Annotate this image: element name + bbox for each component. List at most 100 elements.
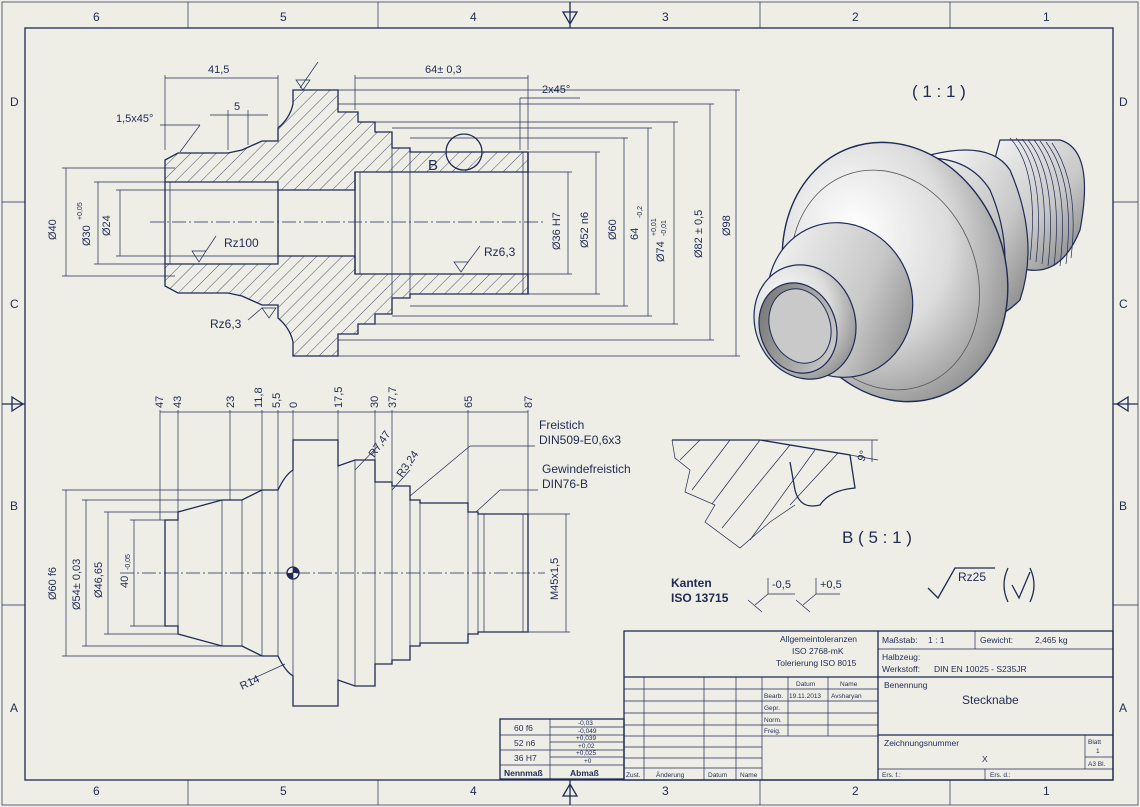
freig-label: Freig.	[764, 728, 781, 735]
edge-notes: Kanten ISO 13715 -0,5 +0,5	[671, 576, 842, 613]
bearb-label: Bearb.	[764, 693, 783, 700]
tolerance-line2: ISO 2768-mK	[792, 646, 844, 656]
rev-zust-label: Zust.	[626, 772, 641, 779]
title-block: Allgemeintoleranzen ISO 2768-mK Tolerier…	[623, 630, 1114, 781]
dim-chamfer-1-5: 1,5x45°	[116, 113, 153, 125]
dim-dia82: Ø82 ± 0,5	[693, 210, 705, 258]
dim-dia52-n6: Ø52 n6	[579, 212, 591, 248]
detail-view-b: 9°	[671, 439, 879, 549]
ordinate-30: 30	[369, 396, 381, 408]
front-view: 47 43 23 11,8 5,5 0 17,5 30 37,7 65 87 R…	[47, 387, 631, 707]
scale-field-label: Maßstab:	[882, 635, 917, 645]
detail-angle-9: 9°	[856, 449, 871, 463]
tolerance-line1: Allgemeintoleranzen	[780, 634, 857, 644]
fit-52n6: 52 n6	[514, 738, 536, 748]
gepr-label: Gepr.	[764, 705, 780, 712]
fit-60f6-upper: -0,03	[578, 720, 593, 727]
ordinate-17-5: 17,5	[333, 387, 345, 408]
col-label-top-6: 6	[93, 10, 100, 24]
col-label-bottom-5: 5	[280, 784, 287, 798]
edges-title-line1: Kanten	[671, 576, 712, 590]
surface-mark-rz6-3-outer: Rz6,3	[210, 317, 242, 331]
fit-36h7-lower: +0	[584, 758, 592, 765]
dim-dia54: Ø54± 0,03	[71, 559, 83, 610]
note-gewindefreistich-line1: Gewindefreistich	[542, 462, 631, 476]
fits-table: 60 f6 -0,03 -0,049 52 n6 +0,039 +0,02 36…	[499, 718, 625, 780]
row-label-left-D: D	[10, 95, 19, 109]
rev-datum-label: Datum	[708, 772, 727, 779]
tolerance-line3: Tolerierung ISO 8015	[776, 658, 857, 668]
col-label-bottom-1: 1	[1043, 784, 1050, 798]
row-label-right-D: D	[1119, 95, 1128, 109]
dim-64-b: 64	[629, 228, 641, 240]
row-label-left-B: B	[10, 499, 18, 513]
general-roughness: Rz25	[927, 567, 1035, 603]
ordinate-0: 0	[288, 402, 300, 408]
fit-36h7-upper: +0,025	[576, 750, 596, 757]
col-label-top-2: 2	[852, 10, 859, 24]
scale-label: ( 1 : 1 )	[912, 82, 966, 101]
row-label-left-C: C	[10, 297, 19, 311]
weight-field-label: Gewicht:	[980, 635, 1013, 645]
row-label-left-A: A	[10, 701, 18, 715]
blatt-value: 1	[1096, 748, 1100, 755]
section-view: B 41,5 64± 0,3 5 1,5x45° 2x45°	[47, 61, 740, 357]
dim-64: 64± 0,3	[425, 64, 462, 76]
ers-fuer-label: Ers. f.:	[882, 772, 901, 779]
weight-field-value: 2,465 kg	[1035, 635, 1068, 645]
ordinate-5-5: 5,5	[271, 393, 283, 408]
note-freistich-line2: DIN509-E0,6x3	[539, 433, 621, 447]
blatt-label: Blatt	[1088, 739, 1101, 746]
col-label-top-1: 1	[1043, 10, 1050, 24]
roughness-value: Rz25	[958, 570, 986, 584]
col-label-bottom-2: 2	[852, 784, 859, 798]
radius-r7-47: R7,47	[367, 429, 394, 460]
halbzeug-label: Halbzeug:	[882, 652, 920, 662]
surface-mark-rz6-3-inner: Rz6,3	[484, 245, 516, 259]
col-label-bottom-4: 4	[470, 784, 477, 798]
edge-mark-plus: +0,5	[820, 579, 842, 591]
dim-dia46-65: Ø46,65	[93, 562, 105, 598]
werkstoff-value: DIN EN 10025 - S235JR	[934, 664, 1027, 674]
dim-dia74-tol-up: +0,01	[651, 218, 658, 236]
detail-label: B ( 5 : 1 )	[842, 528, 912, 547]
radius-r3-24: R3,24	[395, 449, 422, 480]
ordinate-87: 87	[523, 396, 535, 408]
norm-label: Norm.	[764, 717, 782, 724]
bearb-name: Avsharyan	[831, 693, 862, 700]
scale-field-value: 1 : 1	[928, 635, 945, 645]
bearb-date: 19.11.2013	[789, 693, 821, 700]
dim-41-5: 41,5	[208, 64, 229, 76]
werkstoff-label: Werkstoff:	[882, 664, 920, 674]
col-name-header: Name	[840, 681, 858, 688]
zeichnungsnummer-label: Zeichnungsnummer	[884, 738, 959, 748]
col-label-top-4: 4	[470, 10, 477, 24]
fit-60f6: 60 f6	[514, 723, 533, 733]
surface-mark-rz100: Rz100	[224, 236, 259, 250]
dim-5: 5	[234, 101, 240, 113]
ers-durch-label: Ers. d.:	[990, 772, 1011, 779]
dim-dia74-tol-lo: -0,01	[661, 220, 668, 236]
row-label-right-C: C	[1119, 297, 1128, 311]
col-datum-header: Datum	[796, 681, 815, 688]
dim-dia40: Ø40	[47, 219, 59, 240]
detail-ref-label: B	[428, 157, 438, 174]
dim-dia98: Ø98	[721, 215, 733, 236]
dim-dia36-h7: Ø36 H7	[551, 212, 563, 250]
dim-dia60-f6: Ø60 f6	[47, 567, 59, 600]
dim-dia30: Ø30	[81, 225, 93, 246]
benennung-value: Stecknabe	[962, 693, 1019, 707]
dim-dia60: Ø60	[607, 219, 619, 240]
note-gewindefreistich-line2: DIN76-B	[542, 477, 588, 491]
col-label-bottom-6: 6	[93, 784, 100, 798]
col-label-top-3: 3	[662, 10, 669, 24]
benennung-label: Benennung	[884, 680, 928, 690]
ordinate-23: 23	[225, 396, 237, 408]
dim-dia30-tol: +0,05	[77, 202, 84, 220]
fit-60f6-lower: -0,049	[578, 728, 597, 735]
dim-40: 40	[119, 576, 131, 588]
dim-dia24: Ø24	[101, 215, 113, 236]
ordinate-11-8: 11,8	[253, 387, 265, 408]
